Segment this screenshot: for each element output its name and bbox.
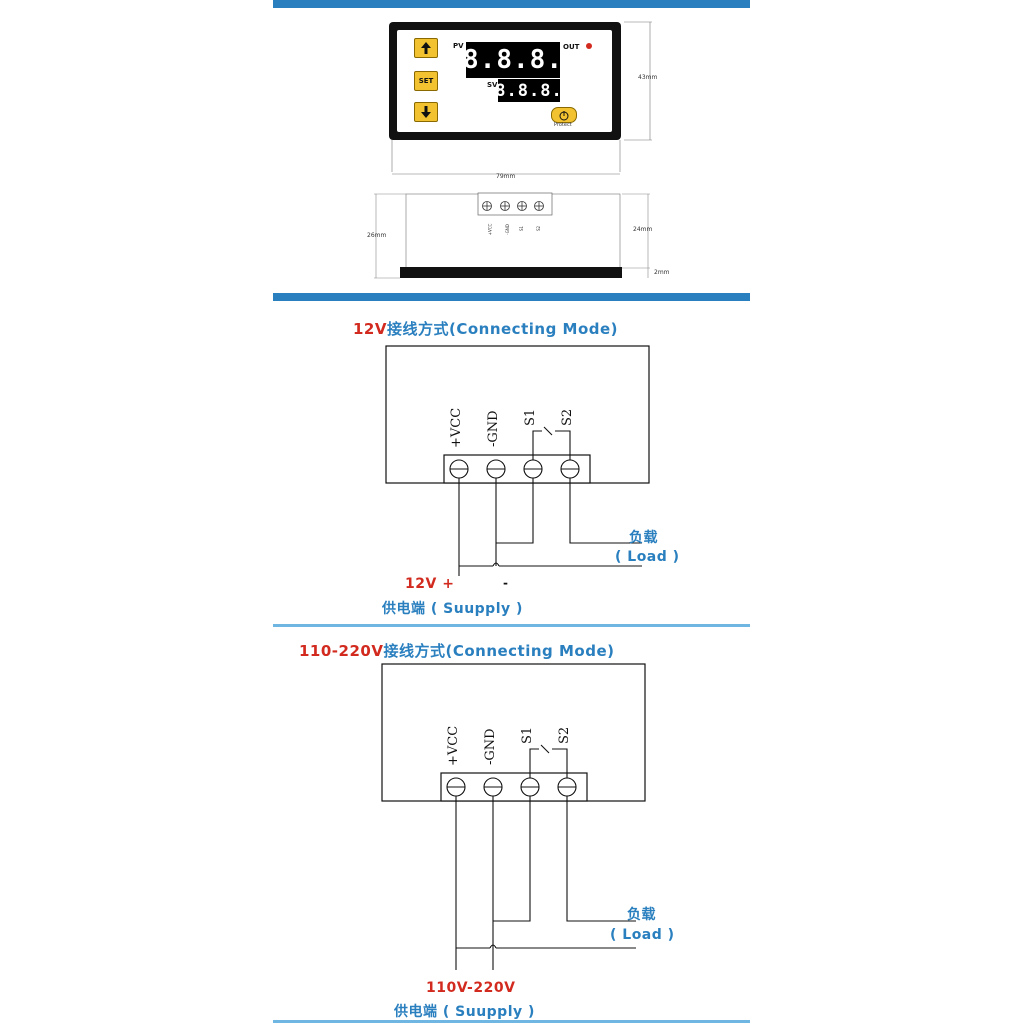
side-view-drawing [374,192,650,279]
down-button [414,102,438,122]
terminal-label-s1-220v: S1 [520,726,535,744]
height-dimension: 43mm [638,74,658,81]
section-220v-voltage: 110-220V [299,642,384,660]
pv-label: PV [453,42,464,50]
terminal-label-s2-220v: S2 [557,726,572,744]
up-button [414,38,438,58]
width-dimension: 79mm [496,173,516,180]
section-12v-voltage: 12V [353,320,387,338]
terminal-label-vcc: +VCC [449,407,464,448]
depth-dimension: 26mm [367,232,387,239]
arrow-up-icon [421,42,431,54]
top-divider-bar [273,0,750,8]
body-dimension: 24mm [633,226,653,233]
side-terminal-label-gnd: -GND [504,224,510,235]
section-220v-title-rest: 接线方式(Connecting Mode) [383,642,615,660]
section-12v-title: 12V接线方式(Connecting Mode) [353,318,618,339]
terminal-label-gnd: -GND [486,410,501,447]
terminal-label-s1: S1 [523,408,538,426]
terminal-label-gnd-220v: -GND [483,728,498,765]
power-icon [559,111,569,121]
out-indicator-dot [586,43,592,49]
panel-dimension: 2mm [654,269,670,276]
protect-badge [551,107,577,123]
load-label-cn: 负载 [629,530,658,546]
bottom-divider-bar [273,1020,750,1023]
sv-label: SV [487,81,498,89]
terminal-label-vcc-220v: +VCC [446,725,461,766]
load-label-en-220v: ( Load ) [610,927,675,943]
pv-display: 8.8.8. [463,42,562,78]
side-terminal-label-vcc: +VCC [487,223,493,236]
section-divider-bar [273,293,750,301]
wiring-diagram-12v [385,345,650,576]
terminal-label-s2: S2 [560,408,575,426]
supply-label: 供电端 ( Suupply ) [382,601,523,617]
section-220v-title: 110-220V接线方式(Connecting Mode) [299,640,615,661]
front-dimension-lines [391,21,652,175]
side-terminal-label-s1: S1 [519,225,525,232]
protect-label: Protect [554,122,572,128]
load-label-en: ( Load ) [615,549,680,565]
supply-voltage-label: 12V + [405,576,455,592]
section-12v-title-rest: 接线方式(Connecting Mode) [386,320,619,338]
supply-voltage-label-220v: 110V-220V [426,980,516,996]
arrow-down-icon [421,106,431,118]
supply-label-220v: 供电端 ( Suupply ) [394,1004,535,1020]
section-divider-light-bar [273,624,750,627]
wiring-diagram-220v [381,663,646,970]
load-label-cn-220v: 负载 [627,907,656,923]
sv-display: 8.8.8. [495,79,563,102]
out-label: OUT [563,43,580,51]
set-button: SET [414,71,438,91]
side-terminal-label-s2: S2 [536,225,542,232]
supply-minus-label: - [503,576,509,590]
